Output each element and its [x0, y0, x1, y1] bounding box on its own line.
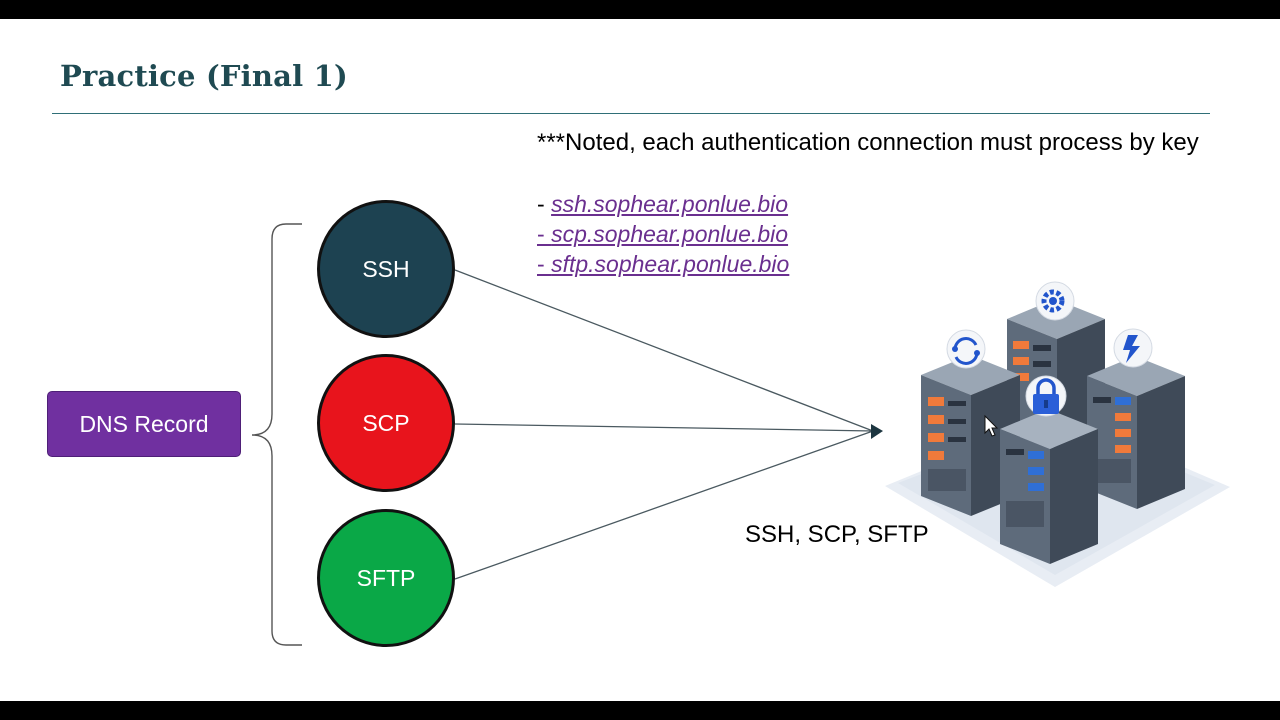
ssh-link[interactable]: ssh.sophear.ponlue.bio: [551, 191, 789, 217]
scp-connector: [454, 423, 874, 432]
note-text: ***Noted, each authentication connection…: [537, 129, 1199, 156]
sync-icon: [946, 329, 986, 369]
link-dash: -: [537, 221, 552, 247]
dns-record-box: DNS Record: [47, 391, 241, 457]
mouse-cursor-icon: [984, 414, 999, 437]
lock-icon: [1025, 375, 1067, 417]
grouping-brace: [251, 223, 302, 646]
server-cluster-icon: [885, 299, 1230, 587]
ssh-connector: [454, 269, 874, 432]
link-list: - ssh.sophear.ponlue.bio - scp.sophear.p…: [537, 189, 789, 279]
slide: Practice (Final 1) ***Noted, each authen…: [0, 19, 1280, 701]
diagram-connectors: [251, 223, 1230, 646]
arrow-head-icon: [871, 424, 883, 439]
slide-title: Practice (Final 1): [60, 59, 348, 93]
server-caption: SSH, SCP, SFTP: [745, 521, 929, 548]
link-item-scp: - scp.sophear.ponlue.bio: [537, 219, 789, 249]
sftp-connector: [454, 430, 874, 580]
link-item-ssh: - ssh.sophear.ponlue.bio: [537, 189, 789, 219]
link-item-sftp: - sftp.sophear.ponlue.bio: [537, 249, 789, 279]
gear-icon: [1035, 281, 1075, 321]
scp-link[interactable]: scp.sophear.ponlue.bio: [551, 221, 789, 247]
link-dash: -: [537, 191, 552, 217]
sftp-link[interactable]: sftp.sophear.ponlue.bio: [551, 251, 790, 277]
scp-circle: SCP: [317, 354, 455, 492]
link-dash: -: [537, 251, 552, 277]
ssh-circle: SSH: [317, 200, 455, 338]
sftp-circle: SFTP: [317, 509, 455, 647]
lightning-icon: [1113, 328, 1153, 368]
title-divider: [52, 113, 1210, 114]
